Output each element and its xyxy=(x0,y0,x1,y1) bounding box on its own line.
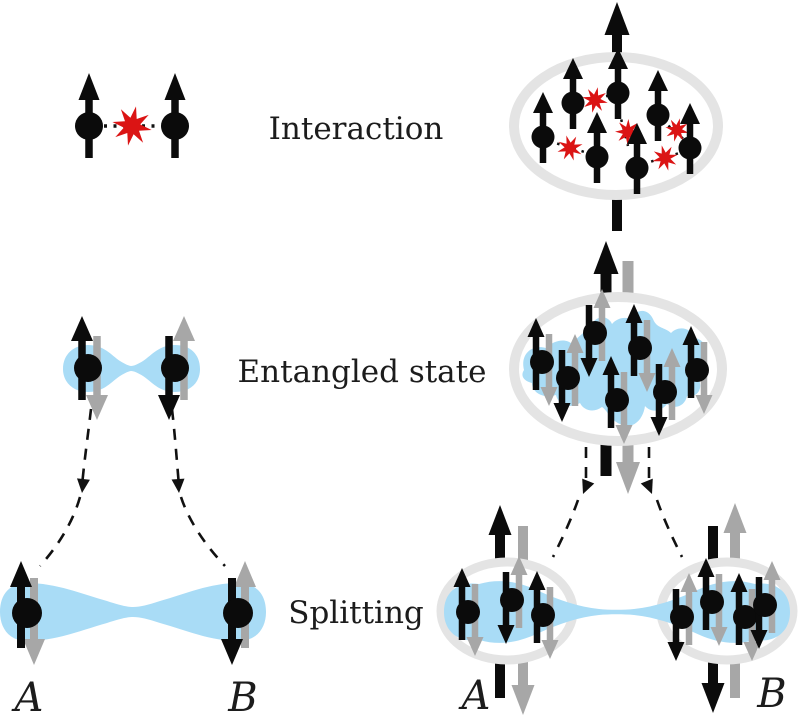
many-subsystem-b-label: B xyxy=(756,671,786,717)
pair-subsystem-b-label: B xyxy=(227,675,257,718)
interaction-label: Interaction xyxy=(269,111,444,147)
measurement-paths xyxy=(39,408,684,567)
pair-subsystem-a-label: A xyxy=(11,675,44,718)
many-subsystem-a-label: A xyxy=(458,673,491,718)
splitting-label: Splitting xyxy=(288,595,424,631)
entangled-state-label: Entangled state xyxy=(238,354,487,390)
particle-spins xyxy=(10,48,781,665)
